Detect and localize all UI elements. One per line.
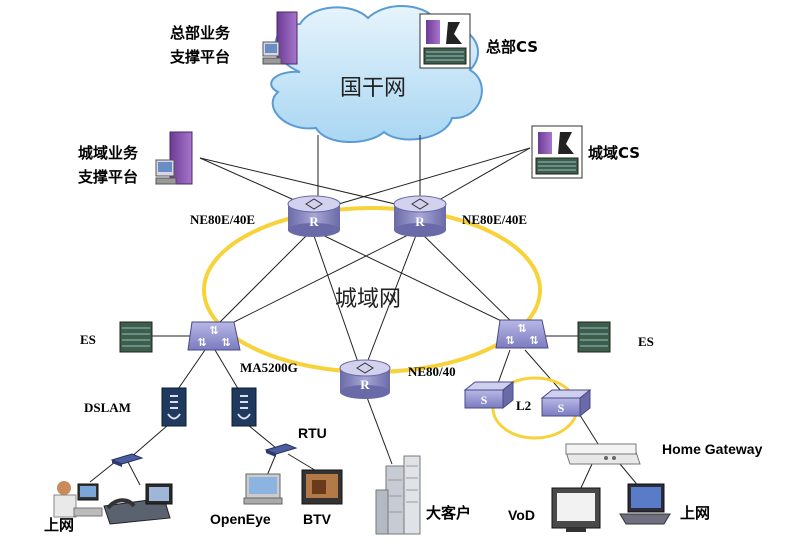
home-gateway-label: Home Gateway [662,441,763,457]
metro-platform-label-line2: 支撑平台 [77,168,138,186]
rtu-label: RTU [298,425,327,441]
router-left-icon: R [287,195,341,237]
openeye-label: OpenEye [210,511,271,527]
video-phone-icon [103,483,173,525]
ma5200g-left-switch-icon: ⇅ ⇅ ⇅ [187,321,241,351]
hq-cs-label: 总部CS [486,38,538,56]
router-right-icon: R [393,195,447,237]
l2-switch-right-icon: S [540,388,592,418]
es-left-icon [119,321,153,353]
svg-text:⇅: ⇅ [209,324,218,337]
ma5200g-label: MA5200G [240,360,298,375]
btv-label: BTV [303,511,332,527]
router-right-label: NE80E/40E [462,212,527,227]
big-customer-building-icon [375,455,421,535]
metro-platform-label-line1: 城域业务 [78,144,139,162]
right-edge-switch-icon: ⇅ ⇅ ⇅ [495,319,549,349]
hq-cs-icon [419,13,471,69]
internet-left-label: 上网 [44,516,74,534]
modem-left-icon [110,453,144,467]
links [89,135,641,491]
router-left-letter: R [309,214,319,229]
l2-switch-right-letter: S [558,401,565,415]
svg-text:⇅: ⇅ [529,334,538,347]
dslam-left-icon [161,387,187,427]
home-gateway-icon [565,443,641,465]
l2-label: L2 [516,398,531,413]
svg-text:⇅: ⇅ [505,334,514,347]
metro-cs-icon [531,125,583,179]
es-right-label: ES [638,334,654,349]
hq-platform-label-line1: 总部业务 [170,24,231,42]
dslam-right-icon [231,387,257,427]
ne80-router-icon: R [339,359,391,399]
es-right-icon [577,321,611,353]
internet-right-label: 上网 [680,504,710,522]
metro-platform-server-icon [155,131,193,185]
vod-tv-icon [551,487,601,532]
ne80-label: NE80/40 [408,364,456,379]
user-computer-icon [53,481,103,518]
svg-text:⇅: ⇅ [221,336,230,349]
l2-switch-left-icon: S [463,380,515,410]
btv-tv-icon [301,469,343,505]
openeye-computer-icon [243,473,283,505]
hq-platform-server-icon [262,11,298,65]
vod-label: VoD [508,507,535,523]
router-right-letter: R [415,214,425,229]
big-customer-label: 大客户 [426,504,471,522]
metro-label: 城域网 [335,287,401,312]
router-left-label: NE80E/40E [190,212,255,227]
metro-cs-label: 城域CS [588,144,640,162]
svg-text:⇅: ⇅ [517,322,526,335]
svg-text:⇅: ⇅ [197,336,206,349]
modem-right-icon [264,443,298,457]
ne80-router-letter: R [360,377,370,392]
dslam-label: DSLAM [84,400,131,415]
laptop-icon [619,483,671,525]
l2-switch-left-letter: S [481,393,488,407]
es-left-label: ES [80,332,96,347]
cloud-label: 国干网 [340,76,406,101]
hq-platform-label-line2: 支撑平台 [169,48,230,66]
